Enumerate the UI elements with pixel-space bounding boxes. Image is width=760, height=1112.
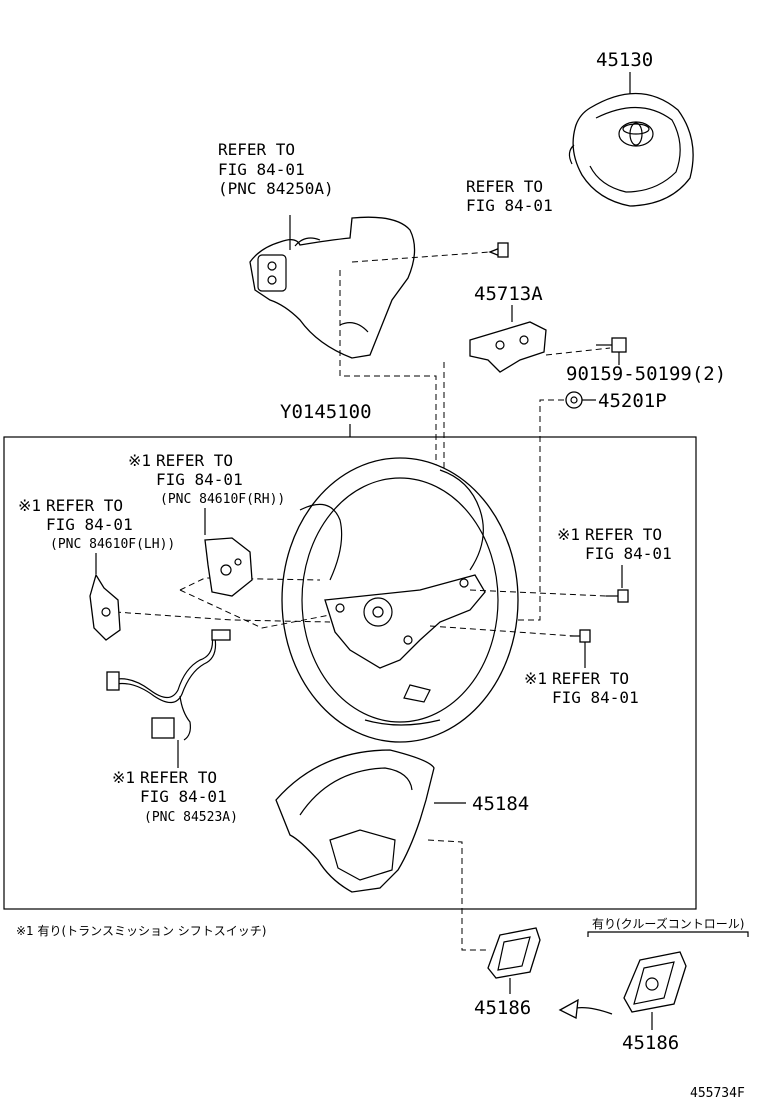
right-screw-part [570,565,629,668]
label-harness-mark: ※1 [112,768,135,787]
label-paddle-lh-ref-1: REFER TO [46,496,123,515]
label-spoke-ref-1: REFER TO [218,140,295,159]
label-paddle-lh-ref-3: (PNC 84610F(LH)) [50,537,175,552]
label-paddle-rh-ref-1: REFER TO [156,451,233,470]
replacement-arrow [558,998,613,1019]
label-harness-ref-2: FIG 84-01 [140,787,227,806]
label-right-screw1-ref-2: FIG 84-01 [585,544,672,563]
label-spoke-ref-3: (PNC 84250A) [218,179,334,198]
footnote: ※1 有り(トランスミッション シフトスイッチ) [16,924,266,938]
label-paddle-lh-ref-2: FIG 84-01 [46,515,133,534]
small-cover-part [487,927,541,994]
label-right-screw1-mark: ※1 [557,525,580,544]
label-right-screw2-mark: ※1 [524,669,547,688]
label-small-cover: 45186 [474,997,531,1019]
paddle-lh-part [89,573,121,641]
label-airbag: 45130 [596,49,653,71]
cruise-bracket [587,931,749,937]
label-harness-ref-1: REFER TO [140,768,217,787]
label-right-screw2-ref-2: FIG 84-01 [552,688,639,707]
label-right-screw2-ref-1: REFER TO [552,669,629,688]
cover-part [275,749,466,893]
cruise-note: 有り(クルーズコントロール) [592,916,744,931]
label-nut: 45201P [598,390,667,412]
label-paddle-lh-mark: ※1 [18,496,41,515]
spoke-cover-part [249,216,416,359]
figure-id: 455734F [690,1086,745,1101]
label-bracket: 45713A [474,283,543,305]
label-paddle-rh-ref-3: (PNC 84610F(RH)) [160,492,285,507]
label-small-cover-alt: 45186 [622,1032,679,1054]
nut-part [565,391,596,409]
label-screw-ref-2: FIG 84-01 [466,196,553,215]
steering-wheel-part [281,457,519,743]
label-paddle-rh-ref-2: FIG 84-01 [156,470,243,489]
small-cover-alt-part [623,951,687,1030]
wire-harness-part [106,629,231,768]
label-harness-ref-3: (PNC 84523A) [144,810,238,825]
label-right-screw1-ref-1: REFER TO [585,525,662,544]
label-bolt: 90159-50199(2) [566,363,726,385]
label-spoke-ref-2: FIG 84-01 [218,160,305,179]
label-paddle-rh-mark: ※1 [128,451,151,470]
label-screw-ref-1: REFER TO [466,177,543,196]
screw-part [488,242,509,258]
bracket-part [469,305,547,373]
label-wheel-assy: Y0145100 [280,401,372,423]
bolt-part [596,337,627,365]
airbag-part [568,72,694,207]
paddle-rh-part [204,537,253,597]
label-cover: 45184 [472,793,529,815]
